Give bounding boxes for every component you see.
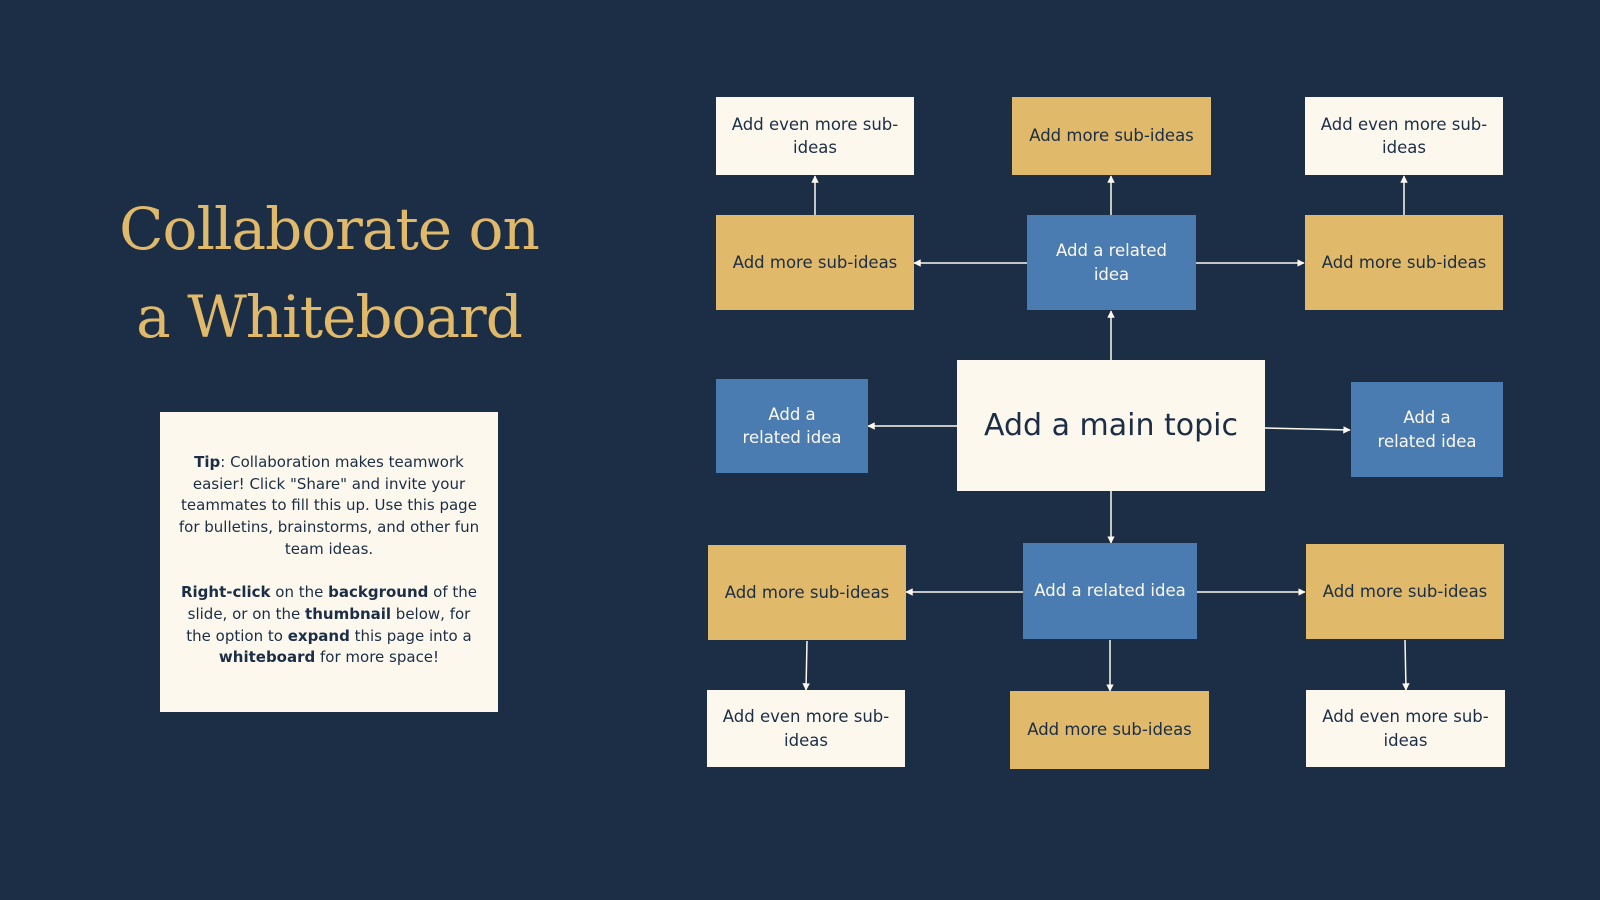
node-sub-top-center[interactable]: Add more sub-ideas: [1012, 97, 1211, 175]
node-label: Add more sub-ideas: [1029, 126, 1194, 146]
node-label: Add more sub-ideas: [724, 582, 890, 602]
tip-text: this page into a: [349, 626, 472, 645]
node-main-topic[interactable]: Add a main topic: [957, 360, 1265, 491]
node-even-bottom-left[interactable]: Add even more sub-ideas: [707, 690, 905, 767]
node-related-left[interactable]: Add a related idea: [716, 379, 868, 473]
tip-bold: expand: [287, 626, 350, 645]
connector-sub-bottom-left-to-even: [802, 640, 810, 691]
title-line-1: Collaborate on: [119, 195, 540, 263]
tip-bold: thumbnail: [305, 604, 392, 623]
node-label: Add a related idea: [742, 404, 842, 448]
connector-sub-bottom-right-to-even: [1402, 639, 1410, 691]
tip-text: : Collaboration makes teamwork easier! C…: [178, 453, 480, 558]
node-even-top-right[interactable]: Add even more sub-ideas: [1305, 97, 1503, 175]
tip-paragraph-1: Tip: Collaboration makes teamwork easier…: [176, 452, 482, 561]
node-even-top-left[interactable]: Add even more sub-ideas: [716, 97, 914, 175]
node-label: Add a related idea: [1377, 408, 1477, 451]
node-even-bottom-right[interactable]: Add even more sub-ideas: [1306, 690, 1505, 767]
node-related-right[interactable]: Add a related idea: [1351, 382, 1503, 477]
node-sub-top-left[interactable]: Add more sub-ideas: [716, 215, 914, 310]
node-related-bottom[interactable]: Add a related idea: [1023, 543, 1197, 639]
node-label: Add more sub-ideas: [1322, 581, 1488, 601]
node-related-top[interactable]: Add a related idea: [1027, 215, 1196, 310]
tip-text: of the slide, or on the: [187, 583, 478, 623]
node-label: Add a main topic: [983, 407, 1239, 443]
node-sub-bottom-right[interactable]: Add more sub-ideas: [1306, 544, 1504, 639]
node-label: Add even more sub-ideas: [722, 707, 890, 750]
node-label: Add a related idea: [1034, 581, 1186, 601]
node-label: Add more sub-ideas: [1027, 720, 1192, 740]
tip-bold: whiteboard: [218, 648, 316, 667]
node-sub-bottom-center[interactable]: Add more sub-ideas: [1010, 691, 1209, 769]
tip-bold: Tip: [194, 453, 221, 471]
tip-card[interactable]: Tip: Collaboration makes teamwork easier…: [160, 412, 498, 712]
node-label: Add a related idea: [1056, 241, 1167, 284]
tip-text: on the: [270, 583, 329, 602]
tip-bold: Right-click: [180, 583, 271, 602]
tip-paragraph-2: Right-click on the background of the sli…: [176, 582, 482, 669]
node-sub-top-right[interactable]: Add more sub-ideas: [1305, 215, 1503, 310]
node-label: Add even more sub-ideas: [1320, 114, 1488, 158]
title-line-2: a Whiteboard: [136, 283, 523, 351]
node-label: Add more sub-ideas: [732, 252, 898, 272]
node-label: Add even more sub-ideas: [1322, 707, 1489, 750]
tip-text: below, for the option to: [186, 604, 471, 645]
node-label: Add even more sub-ideas: [731, 114, 899, 158]
connector-main-to-right: [1264, 426, 1351, 434]
tip-text: for more space!: [315, 648, 440, 667]
node-label: Add more sub-ideas: [1321, 252, 1487, 272]
page-title: Collaborate on a Whiteboard: [100, 185, 558, 361]
tip-bold: background: [328, 583, 429, 602]
node-sub-bottom-left[interactable]: Add more sub-ideas: [708, 545, 906, 640]
